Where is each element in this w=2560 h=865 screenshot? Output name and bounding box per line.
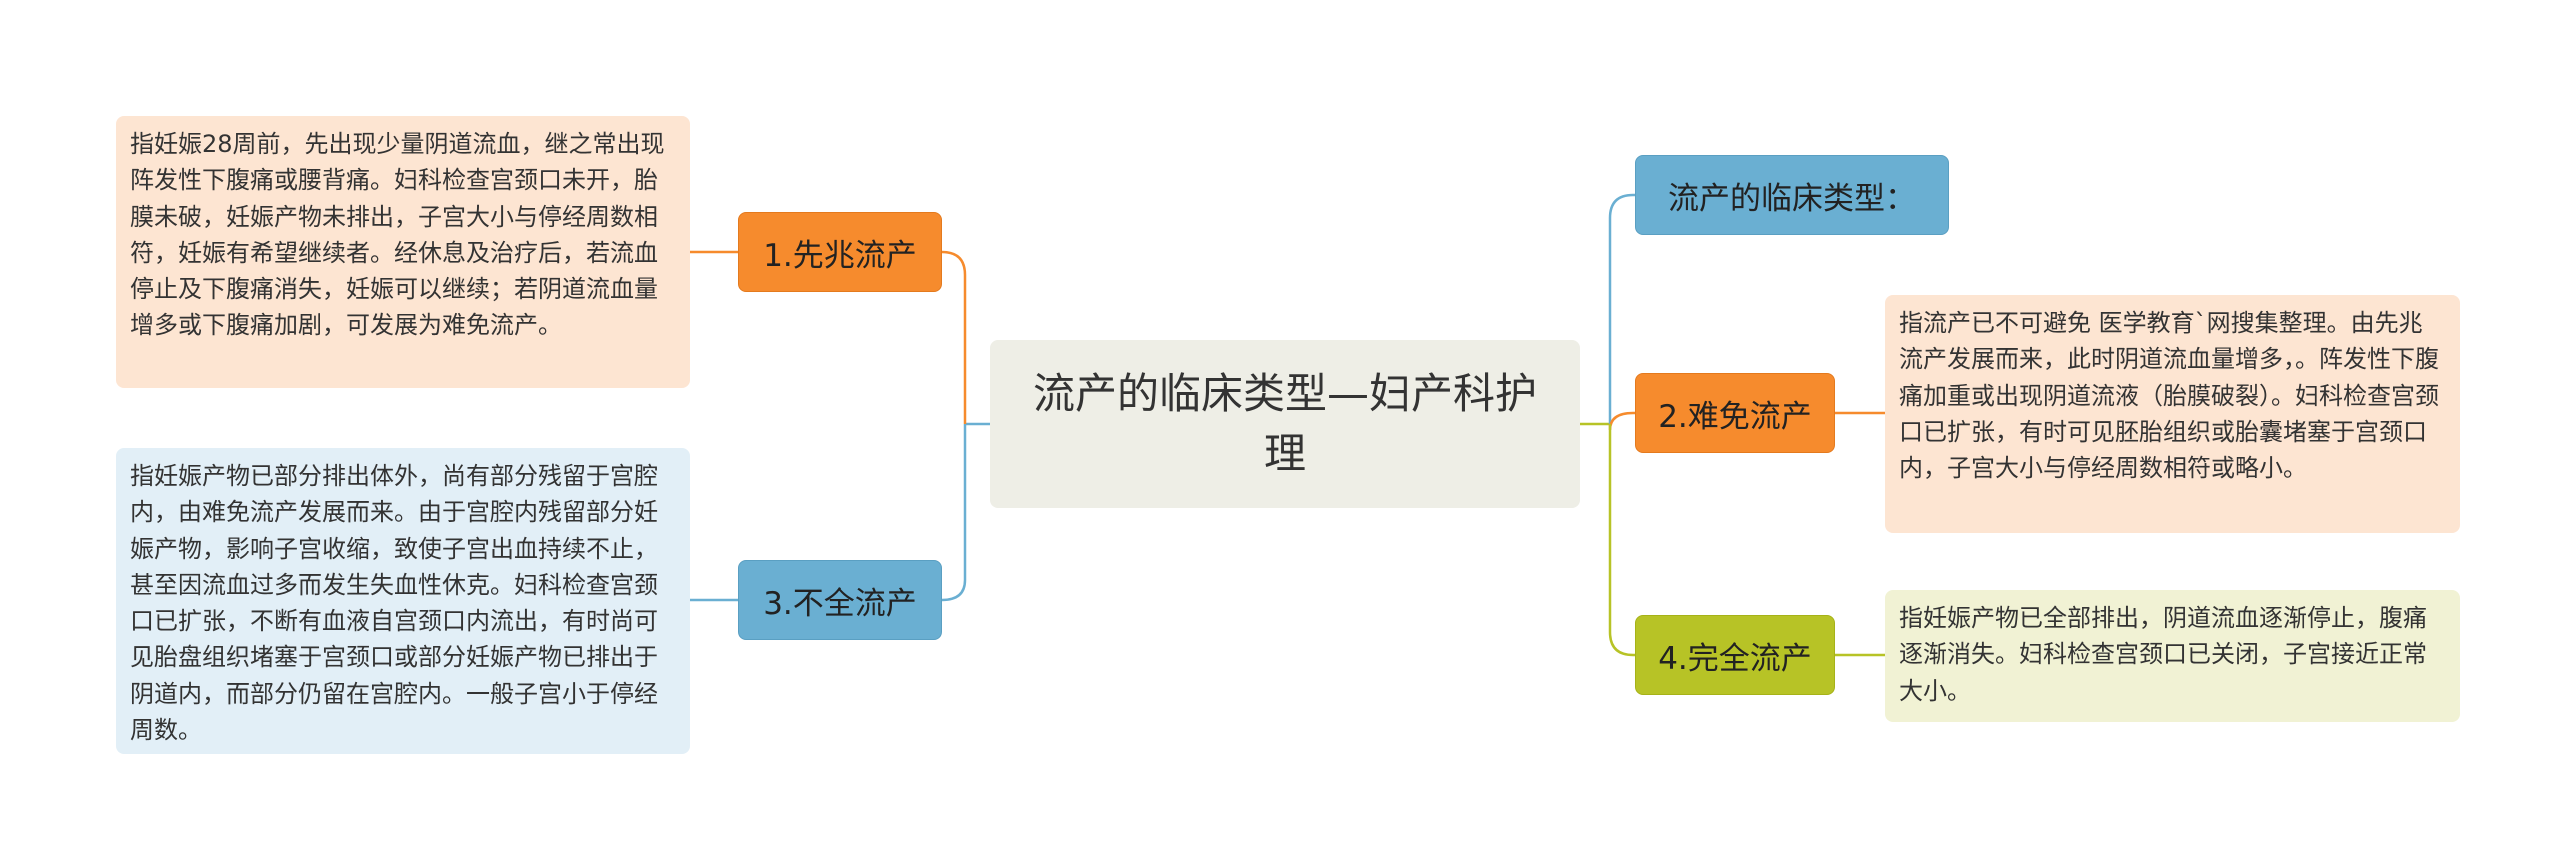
branch-threatened-abortion[interactable]: 1.先兆流产 — [738, 212, 942, 292]
center-topic-title: 流产的临床类型—妇产科护理 — [1032, 369, 1537, 478]
detail-incomplete-abortion[interactable]: 指妊娠产物已部分排出体外，尚有部分残留于宫腔内，由难免流产发展而来。由于宫腔内残… — [116, 448, 690, 754]
branch-complete-abortion-label: 4.完全流产 — [1658, 640, 1812, 677]
detail-inevitable-abortion[interactable]: 指流产已不可避免 医学教育`网搜集整理。由先兆流产发展而来，此时阴道流血量增多，… — [1885, 295, 2460, 533]
detail-complete-abortion-text: 指妊娠产物已全部排出，阴道流血逐渐停止，腹痛逐渐消失。妇科检查宫颈口已关闭，子宫… — [1899, 604, 2427, 705]
detail-threatened-abortion-text: 指妊娠28周前，先出现少量阴道流血，继之常出现阵发性下腹痛或腰背痛。妇科检查宫颈… — [130, 130, 665, 340]
branch-inevitable-abortion-label: 2.难免流产 — [1658, 398, 1812, 435]
connector-to-incomplete-abortion — [941, 424, 967, 602]
branch-clinical-types-heading-label: 流产的临床类型： — [1668, 180, 1916, 217]
connector-to-threatened-abortion — [941, 250, 967, 424]
branch-incomplete-abortion[interactable]: 3.不全流产 — [738, 560, 942, 640]
branch-incomplete-abortion-label: 3.不全流产 — [763, 585, 917, 622]
detail-complete-abortion[interactable]: 指妊娠产物已全部排出，阴道流血逐渐停止，腹痛逐渐消失。妇科检查宫颈口已关闭，子宫… — [1885, 590, 2460, 722]
detail-threatened-abortion[interactable]: 指妊娠28周前，先出现少量阴道流血，继之常出现阵发性下腹痛或腰背痛。妇科检查宫颈… — [116, 116, 690, 388]
branch-clinical-types-heading[interactable]: 流产的临床类型： — [1635, 155, 1949, 235]
branch-complete-abortion[interactable]: 4.完全流产 — [1635, 615, 1835, 695]
connector-to-types-heading — [1608, 193, 1635, 424]
detail-incomplete-abortion-text: 指妊娠产物已部分排出体外，尚有部分残留于宫腔内，由难免流产发展而来。由于宫腔内残… — [130, 462, 658, 745]
detail-inevitable-abortion-text: 指流产已不可避免 医学教育`网搜集整理。由先兆流产发展而来，此时阴道流血量增多，… — [1899, 309, 2439, 483]
center-topic[interactable]: 流产的临床类型—妇产科护理 — [990, 340, 1580, 508]
branch-inevitable-abortion[interactable]: 2.难免流产 — [1635, 373, 1835, 453]
branch-threatened-abortion-label: 1.先兆流产 — [763, 237, 917, 274]
connector-to-complete-abortion — [1608, 424, 1635, 657]
connector-to-inevitable-abortion — [1608, 411, 1635, 431]
